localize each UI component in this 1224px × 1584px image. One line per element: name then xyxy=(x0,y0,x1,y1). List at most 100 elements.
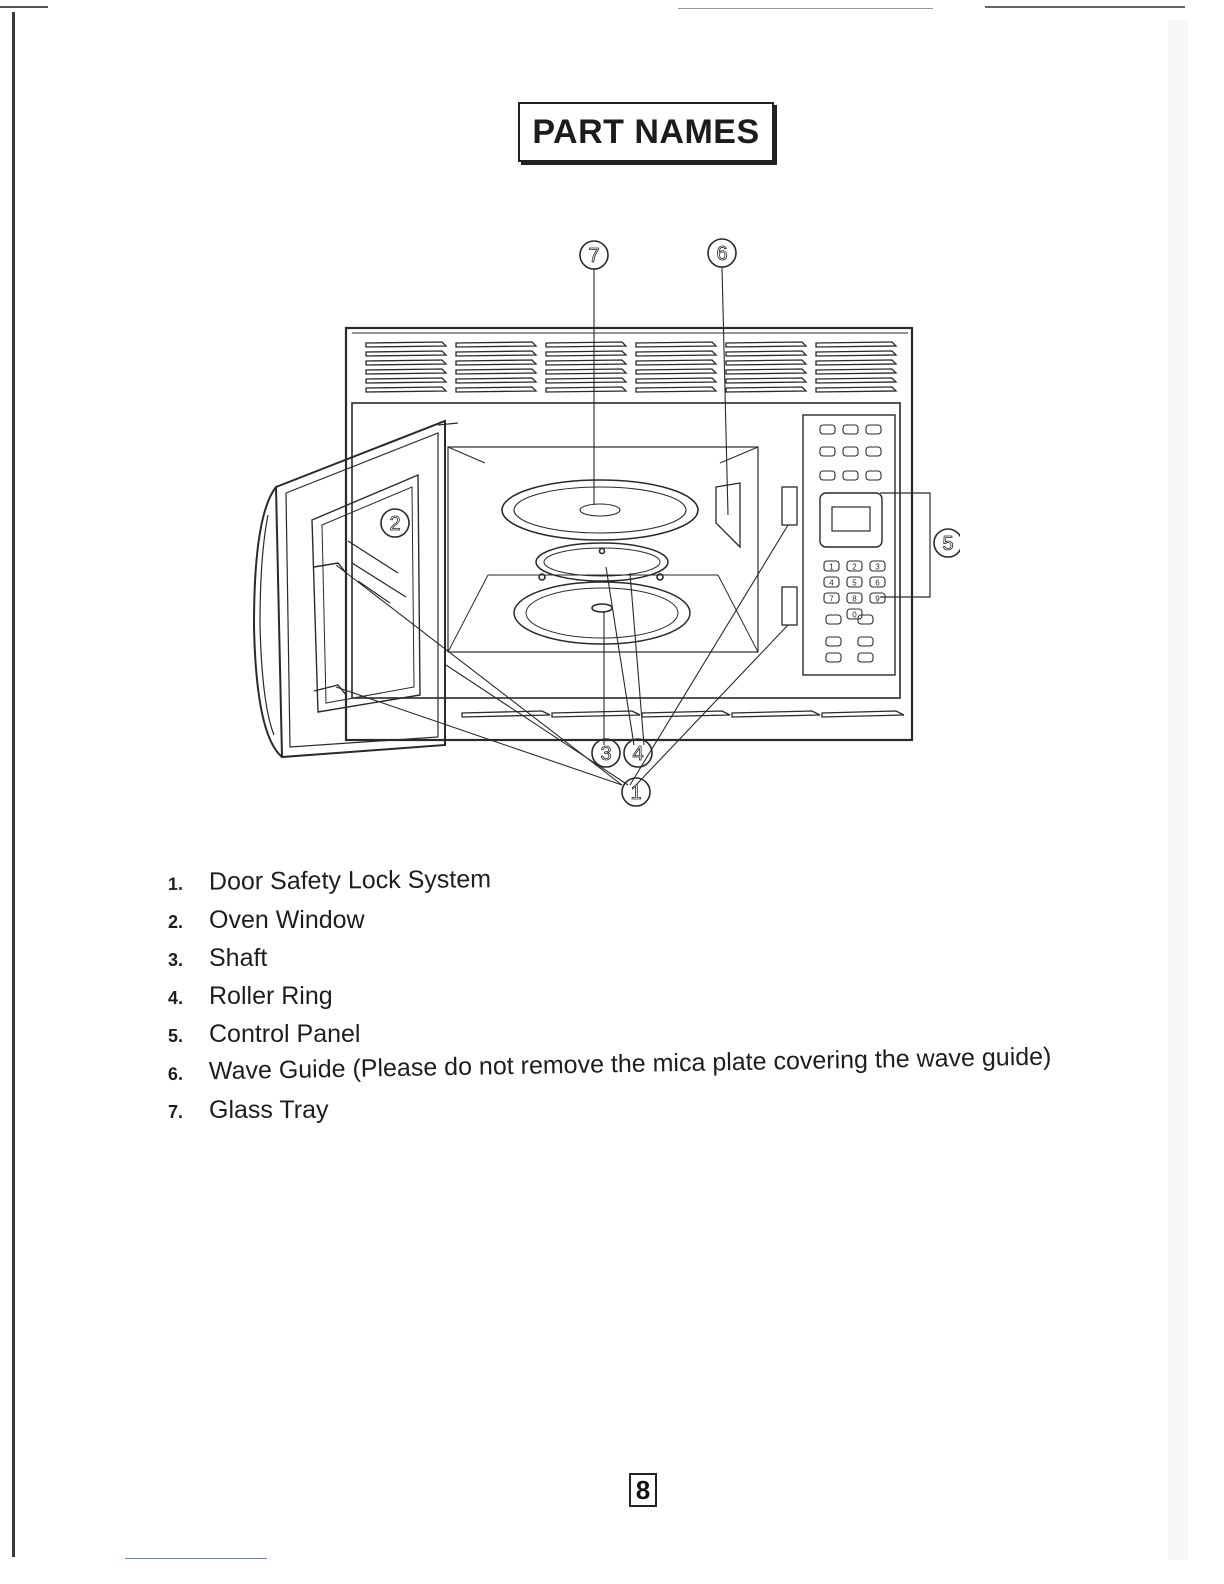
part-item: 7.Glass Tray xyxy=(168,1096,1052,1134)
callout-3-label: 3 xyxy=(600,743,611,765)
part-name: Shaft xyxy=(209,944,267,973)
page-number: 8 xyxy=(629,1473,657,1507)
keypad-key: 7 xyxy=(824,593,839,604)
part-number: 7. xyxy=(168,1102,209,1123)
vent-slot xyxy=(726,360,806,365)
part-name: Control Panel xyxy=(209,1020,360,1049)
control-button xyxy=(843,471,858,480)
keypad-key-label: 9 xyxy=(875,595,880,604)
keypad-key-label: 0 xyxy=(852,611,857,620)
vent-slot xyxy=(456,351,536,356)
callout-1-label: 1 xyxy=(630,782,641,804)
vent-slot xyxy=(816,369,896,374)
page-title: PART NAMES xyxy=(518,102,774,162)
scan-edge-left xyxy=(12,12,15,1557)
keypad-key: 9 xyxy=(870,593,885,604)
vent-slot xyxy=(636,378,716,383)
vent-slot xyxy=(366,360,446,365)
keypad-key-label: 2 xyxy=(852,563,857,572)
control-button xyxy=(826,653,841,662)
callout-7-label: 7 xyxy=(588,245,599,267)
vent-slot xyxy=(726,387,806,392)
scan-edge-top xyxy=(0,6,48,8)
vent-slot xyxy=(816,342,896,347)
cabinet-outline xyxy=(346,328,912,740)
part-number: 1. xyxy=(168,874,209,895)
vent-slot xyxy=(726,378,806,383)
part-number: 5. xyxy=(168,1026,209,1047)
part-names-list: 1.Door Safety Lock System2.Oven Window3.… xyxy=(168,868,1052,1134)
keypad-key: 0 xyxy=(847,609,862,620)
control-button xyxy=(820,471,835,480)
vent-slot xyxy=(546,378,626,383)
vent-slot xyxy=(546,387,626,392)
part-name: Door Safety Lock System xyxy=(209,865,491,896)
callout-5-label: 5 xyxy=(942,533,953,555)
vent-slot xyxy=(546,369,626,374)
keypad-key: 6 xyxy=(870,577,885,588)
keypad-key: 1 xyxy=(824,561,839,572)
part-number: 6. xyxy=(168,1063,209,1085)
vent-slot xyxy=(726,369,806,374)
control-button xyxy=(826,615,841,624)
part-name: Roller Ring xyxy=(209,982,333,1011)
vent-slot xyxy=(816,351,896,356)
glass-tray xyxy=(502,480,698,540)
keypad-key: 2 xyxy=(847,561,862,572)
callout-4: 4 xyxy=(624,739,652,767)
latch-hole-top xyxy=(782,487,797,525)
part-item: 1.Door Safety Lock System xyxy=(168,860,1052,906)
door xyxy=(254,421,458,757)
keypad-key-label: 5 xyxy=(852,579,857,588)
keypad-key-label: 8 xyxy=(852,595,857,604)
keypad-key: 5 xyxy=(847,577,862,588)
part-name: Glass Tray xyxy=(209,1096,328,1125)
control-button xyxy=(858,637,873,646)
vent-slot xyxy=(816,387,896,392)
part-item: 3.Shaft xyxy=(168,944,1052,982)
vent-slot xyxy=(546,342,626,347)
leader-lines xyxy=(336,267,788,785)
keypad-key: 3 xyxy=(870,561,885,572)
part-number: 3. xyxy=(168,950,209,971)
control-button xyxy=(866,471,881,480)
part-number: 2. xyxy=(168,912,209,933)
keypad-key: 4 xyxy=(824,577,839,588)
vent-slot xyxy=(456,342,536,347)
control-button xyxy=(858,653,873,662)
keypad-key: 8 xyxy=(847,593,862,604)
control-button xyxy=(843,425,858,434)
control-button xyxy=(820,425,835,434)
vent-slot xyxy=(366,342,446,347)
keypad-key-label: 4 xyxy=(829,579,834,588)
vent-slot xyxy=(456,360,536,365)
control-button xyxy=(866,447,881,456)
scan-edge-right xyxy=(1168,20,1188,1560)
callout-7: 7 xyxy=(580,241,608,269)
vent-grille xyxy=(366,342,896,392)
vent-slot xyxy=(456,387,536,392)
control-button xyxy=(866,425,881,434)
callout-6: 6 xyxy=(708,239,736,267)
vent-slot xyxy=(456,369,536,374)
vent-slot xyxy=(816,360,896,365)
callout-1: 1 xyxy=(622,778,650,806)
keypad-key-label: 6 xyxy=(875,579,880,588)
vent-slot xyxy=(366,378,446,383)
callout-5: 5 xyxy=(934,529,960,557)
control-button xyxy=(843,447,858,456)
vent-slot xyxy=(636,342,716,347)
callout-6-label: 6 xyxy=(716,243,727,265)
callout-markers: 7 6 2 5 3 4 1 xyxy=(381,239,960,806)
keypad-key-label: 7 xyxy=(829,595,834,604)
vent-slot xyxy=(636,360,716,365)
vent-slot xyxy=(636,369,716,374)
keypad-key-label: 1 xyxy=(829,563,834,572)
callout-3: 3 xyxy=(592,739,620,767)
vent-slot xyxy=(726,351,806,356)
part-name: Oven Window xyxy=(209,906,365,935)
vent-slot xyxy=(366,387,446,392)
part-item: 4.Roller Ring xyxy=(168,982,1052,1020)
control-panel: 1 2 3 4 5 6 7 8 9 0 xyxy=(803,415,895,675)
vent-slot xyxy=(816,378,896,383)
